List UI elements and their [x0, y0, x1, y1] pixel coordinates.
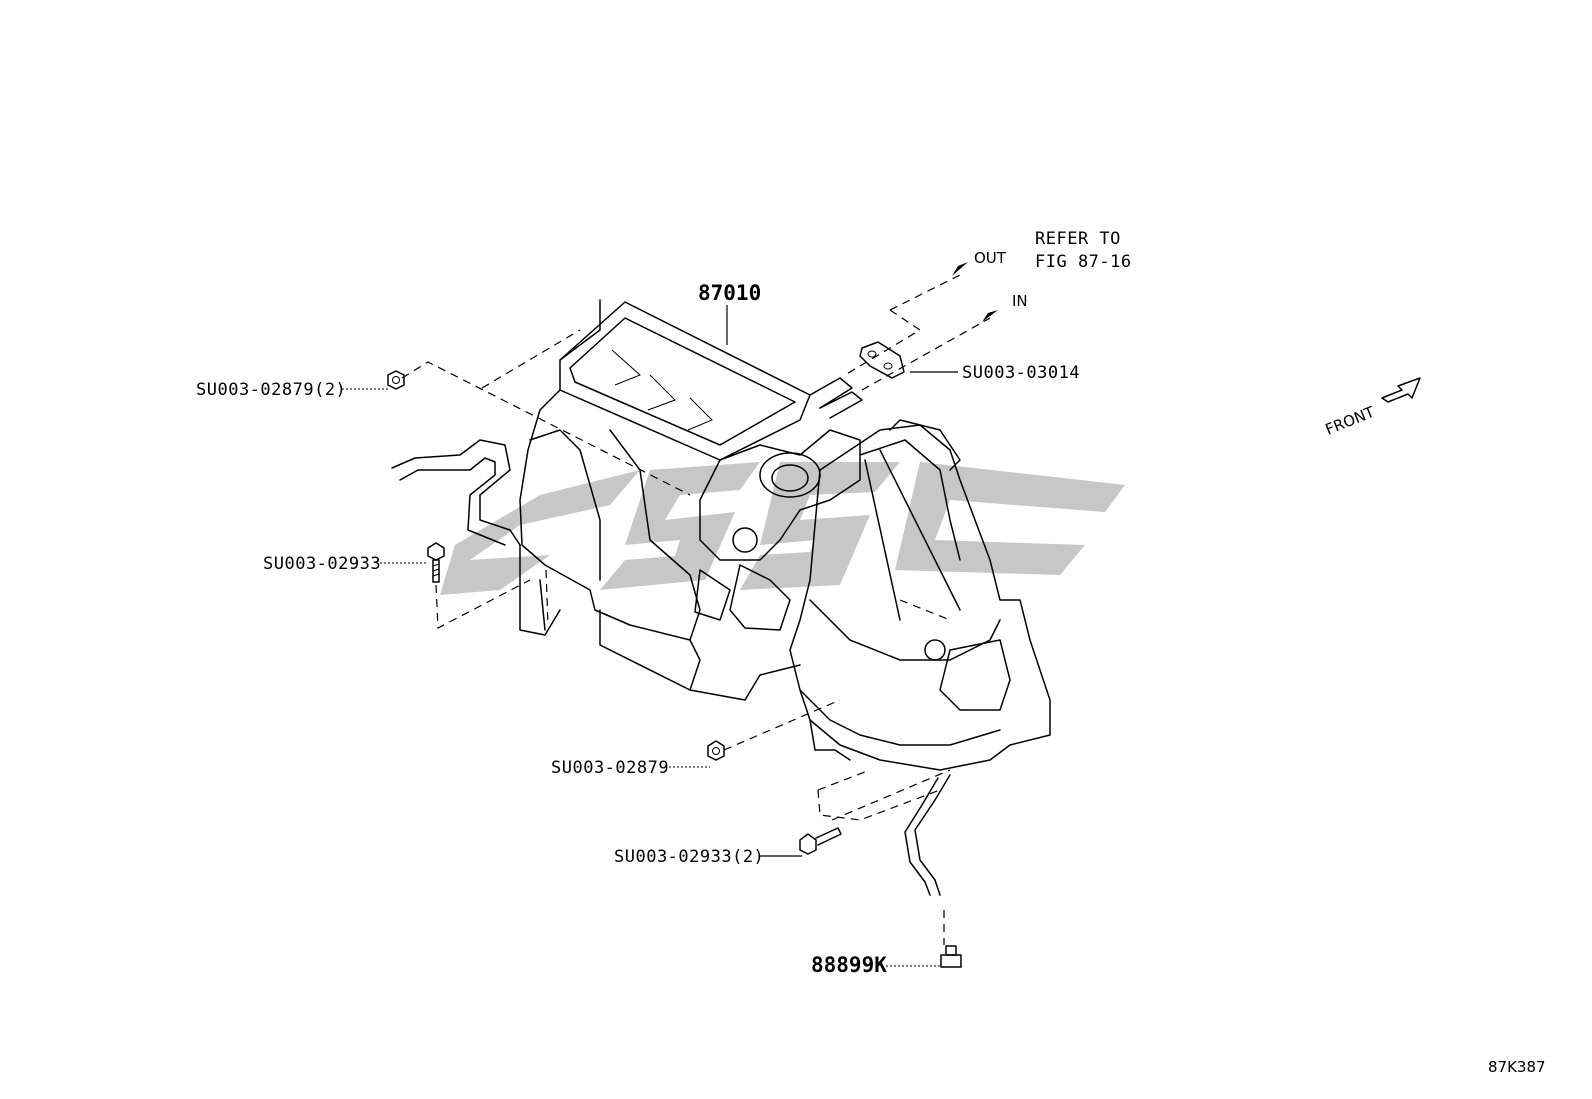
- front-direction-arrow: FRONT: [1323, 377, 1421, 439]
- nut-bottom-part: [707, 740, 725, 761]
- front-label: FRONT: [1323, 403, 1378, 439]
- callout-gasket: SU003-03014: [962, 363, 1080, 383]
- watermark-logo: [440, 462, 1125, 595]
- refer-line-2: FIG 87-16: [1035, 252, 1132, 272]
- bolt-left-part: [427, 542, 445, 583]
- callout-nut-top: SU003-02879(2): [196, 380, 346, 400]
- callout-bolt-bottom: SU003-02933(2): [614, 847, 764, 867]
- clip-part: [940, 945, 962, 968]
- callout-bolt-left: SU003-02933: [263, 554, 381, 574]
- nut-top-part: [387, 370, 405, 390]
- flow-in-label: IN: [1012, 292, 1028, 310]
- callout-leaders: [342, 305, 958, 967]
- callout-87010: 87010: [698, 281, 761, 305]
- figure-code: 87K387: [1488, 1058, 1546, 1076]
- flow-out-label: OUT: [974, 249, 1007, 267]
- refer-line-1: REFER TO: [1035, 229, 1121, 249]
- bolt-bottom-part: [799, 827, 842, 855]
- hvac-unit-87010: [391, 299, 1051, 896]
- callout-nut-bottom: SU003-02879: [551, 758, 669, 778]
- gasket-part: [859, 341, 905, 379]
- callout-clip: 88899K: [811, 953, 887, 977]
- assembly-dashed-lines: [401, 274, 991, 945]
- flow-arrows: [952, 262, 998, 322]
